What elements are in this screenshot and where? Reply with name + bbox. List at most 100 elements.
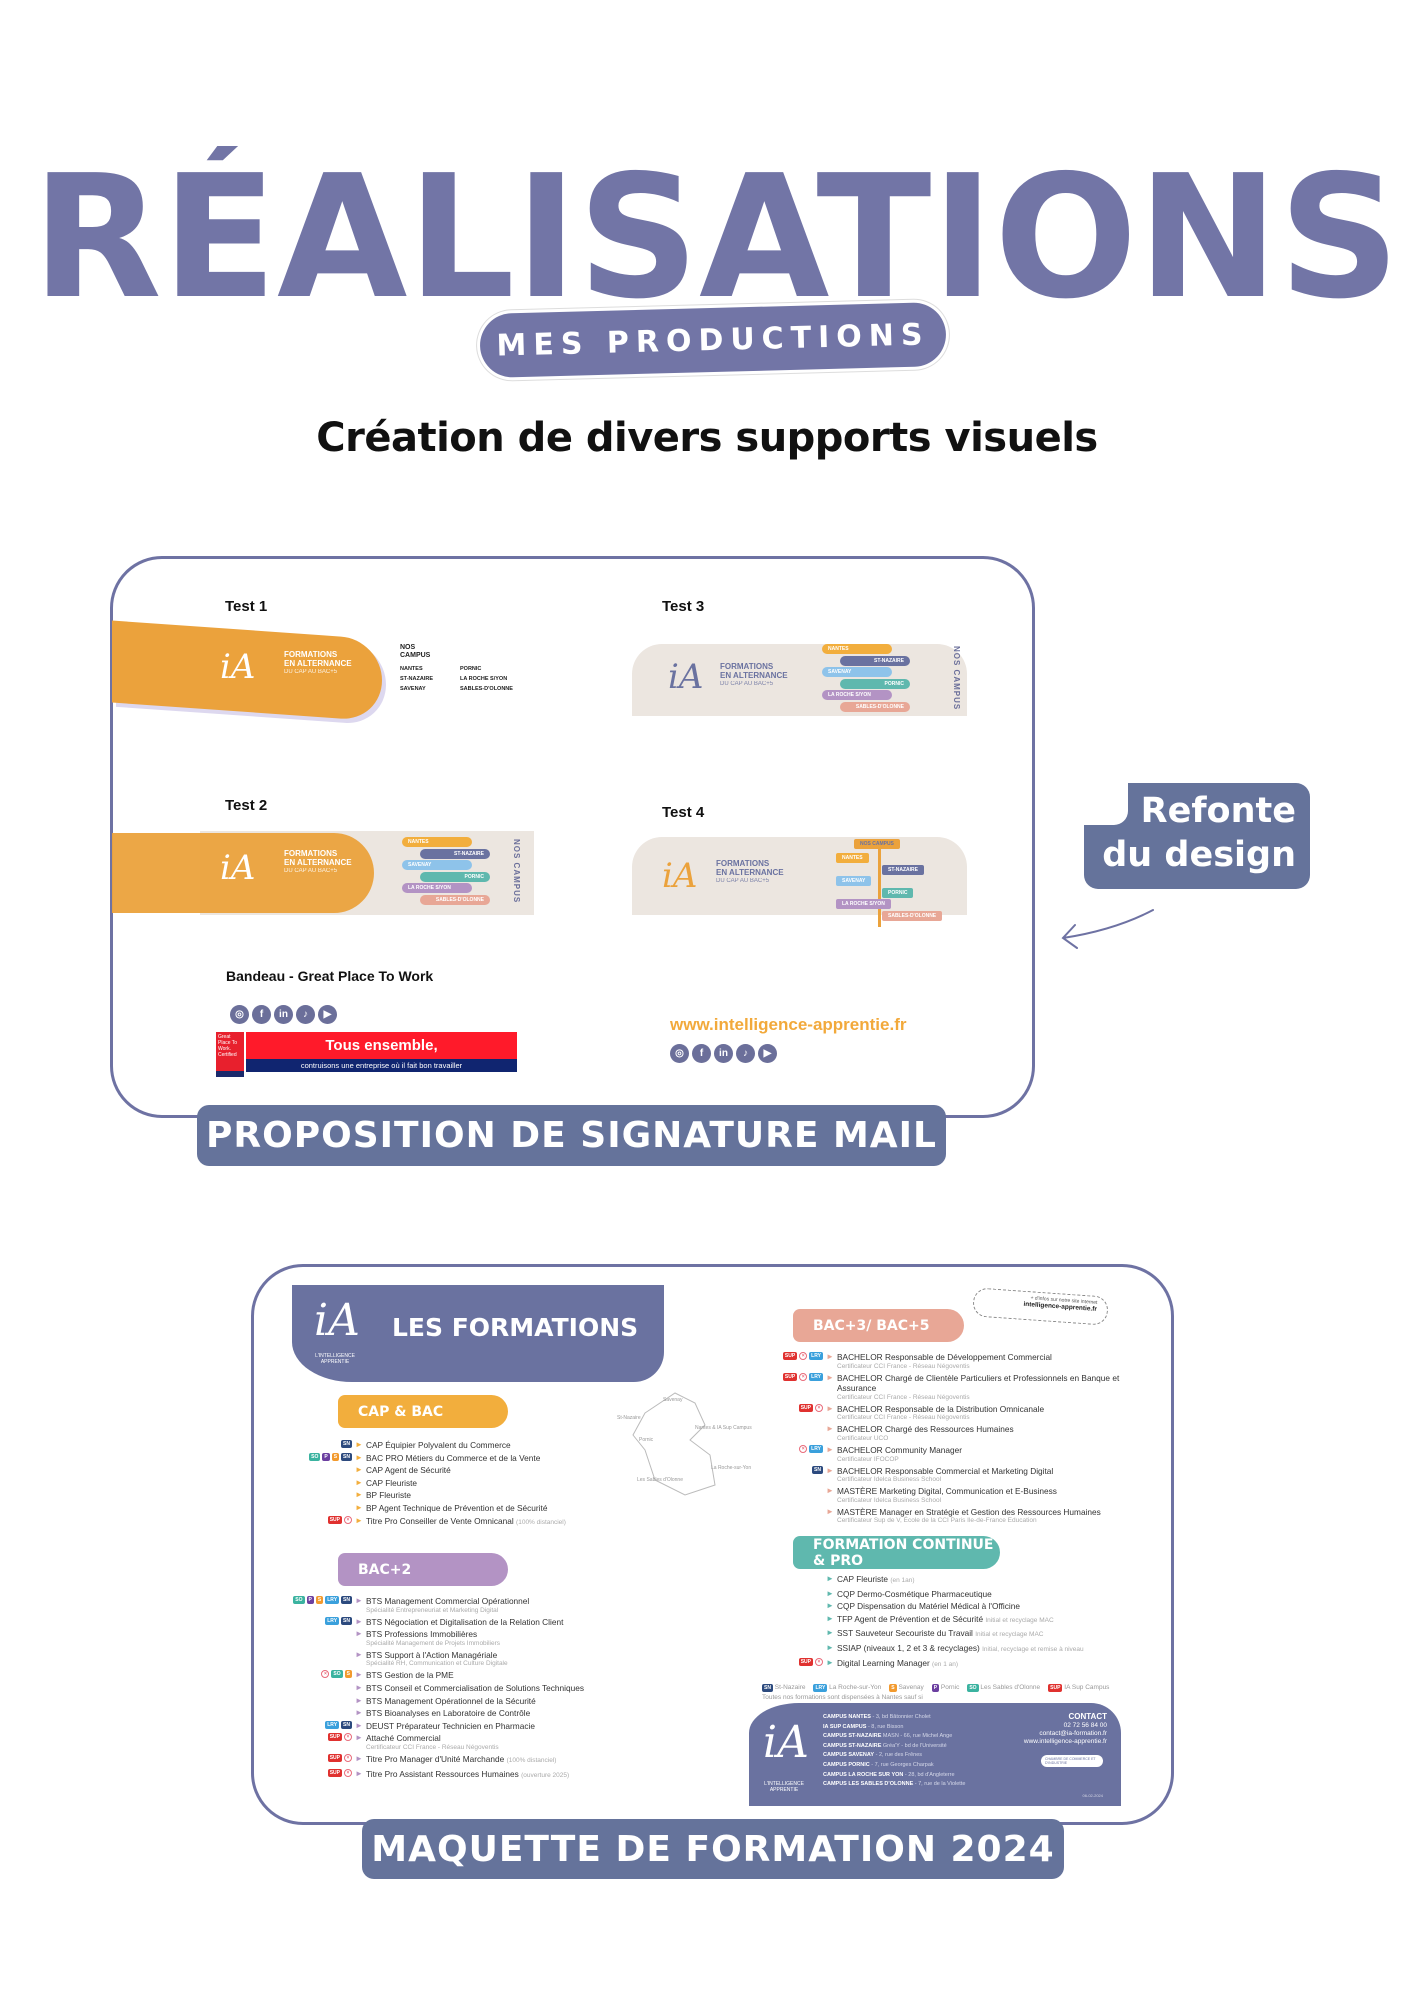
beige-background xyxy=(632,837,967,915)
campus-address: CAMPUS SAVENAY - 2, rue des Frênes xyxy=(823,1751,965,1761)
course-certifier: Certificateur Idelca Business School xyxy=(837,1496,942,1504)
test-4-label: Test 4 xyxy=(662,804,705,821)
facebook-icon[interactable]: f xyxy=(252,1005,271,1024)
badge-s: S xyxy=(344,1670,352,1679)
instagram-icon[interactable]: ◎ xyxy=(670,1044,689,1063)
test-1-label: Test 1 xyxy=(225,598,268,615)
chevron-right-icon: ► xyxy=(826,1352,834,1361)
nos-campus-sign: NOS CAMPUS xyxy=(854,839,900,849)
course-title: Titre Pro Assistant Ressources Humaines xyxy=(366,1768,519,1779)
maquette-footer: iA L'INTELLIGENCE APPRENTIE CAMPUS NANTE… xyxy=(749,1703,1121,1806)
badge-sup: SUP xyxy=(327,1515,342,1524)
section-pill: BAC+2 xyxy=(338,1553,508,1586)
list-item: ►MASTÈRE Marketing Digital, Communicatio… xyxy=(826,1486,1157,1505)
nos-campus-label: NOS CAMPUS xyxy=(400,644,431,659)
instagram-icon[interactable]: ◎ xyxy=(230,1005,249,1024)
linkedin-icon[interactable]: in xyxy=(274,1005,293,1024)
chevron-right-icon: ► xyxy=(355,1440,363,1449)
chevron-right-icon: ► xyxy=(355,1649,363,1659)
course-certifier: Certificateur CCI France - Réseau Négove… xyxy=(837,1414,970,1422)
course-note: Initial et recyclage MAC xyxy=(975,1631,1044,1639)
campus-badges: SUP× xyxy=(327,1733,352,1742)
campus-street: - 28, bd d'Angleterre xyxy=(904,1771,955,1778)
campus-name: CAMPUS LA ROCHE SUR YON xyxy=(823,1771,904,1778)
logo-subtitle: L'INTELLIGENCE APPRENTIE xyxy=(315,1353,355,1365)
youtube-icon[interactable]: ▶ xyxy=(318,1005,337,1024)
not-nantes-icon: × xyxy=(815,1657,823,1666)
orange-shape xyxy=(112,833,374,913)
badge-sn: SN xyxy=(341,1440,352,1448)
contact-email[interactable]: contact@ia-formation.fr xyxy=(1039,1730,1107,1737)
course-title: MASTÈRE Marketing Digital, Communication… xyxy=(837,1486,1057,1497)
course-title: BTS Management Commercial Opérationnel xyxy=(366,1596,530,1606)
legend-item: S Savenay xyxy=(889,1683,924,1692)
course-note: (100% distanciel) xyxy=(516,1518,566,1526)
list-item: ►MASTÈRE Manager en Stratégie et Gestion… xyxy=(826,1506,1157,1526)
not-nantes-icon: × xyxy=(344,1753,352,1762)
youtube-icon[interactable]: ▶ xyxy=(758,1044,777,1063)
legend-label: IA Sup Campus xyxy=(1064,1684,1110,1691)
campus-street: - 2, rue des Frênes xyxy=(875,1752,923,1759)
gptw-banner: Great Place To Work. Certified Tous ense… xyxy=(216,1032,517,1077)
course-title: MASTÈRE Manager en Stratégie et Gestion … xyxy=(837,1506,1101,1517)
campus-badges: SUP×LRY xyxy=(782,1352,823,1360)
campus-pill: LA ROCHE S/YON xyxy=(402,883,472,893)
chevron-right-icon: ► xyxy=(355,1616,363,1626)
badge-lry: LRY xyxy=(809,1352,823,1360)
badge-sn: SN xyxy=(812,1465,823,1474)
campus-pill: PORNIC xyxy=(420,871,490,882)
legend-item: LRY La Roche-sur-Yon xyxy=(813,1683,881,1692)
list-item: ►CAP Fleuriste xyxy=(355,1478,656,1489)
not-nantes-icon: × xyxy=(799,1372,808,1381)
campus-item: SABLES-D'OLONNE xyxy=(460,686,513,692)
chevron-right-icon: ► xyxy=(826,1444,834,1454)
chevron-right-icon: ► xyxy=(826,1372,834,1382)
ia-logo: iA xyxy=(220,647,256,687)
campus-address: CAMPUS NANTES - 3, bd Bâtonnier Cholet xyxy=(823,1713,965,1723)
list-item: SUP×►BACHELOR Responsable de la Distribu… xyxy=(798,1403,1157,1423)
subtitle-pill: MES PRODUCTIONS xyxy=(479,301,947,379)
campus-name: CAMPUS SAVENAY xyxy=(823,1752,875,1759)
chevron-right-icon: ► xyxy=(826,1506,834,1516)
course-certifier: Certificateur CCI France - Réseau Négove… xyxy=(837,1362,970,1370)
chevron-right-icon: ► xyxy=(355,1753,363,1763)
badge-p: P xyxy=(322,1452,330,1461)
list-item: ►CAP Fleuriste (en 1an) xyxy=(826,1574,1157,1587)
section-pill: CAP & BAC xyxy=(338,1395,508,1428)
linkedin-icon[interactable]: in xyxy=(714,1044,733,1063)
footer-date: 06-02-2024 xyxy=(1082,1793,1103,1798)
region-map: Savenay St-Nazaire Nantes & IA Sup Campu… xyxy=(617,1392,752,1496)
campus-pill: NANTES xyxy=(836,853,869,863)
ia-logo: iA xyxy=(662,856,698,896)
svg-text:Les Sables d'Olonne: Les Sables d'Olonne xyxy=(637,1477,683,1483)
campus-pill: LA ROCHE S/YON xyxy=(822,690,892,700)
list-item: SUP×►Titre Pro Conseiller de Vente Omnic… xyxy=(327,1515,656,1529)
course-title: CQP Dispensation du Matériel Médical à l… xyxy=(837,1601,1020,1612)
badge-sup: SUP xyxy=(798,1403,813,1412)
course-title: BTS Gestion de la PME xyxy=(366,1670,454,1681)
campus-pill: NANTES xyxy=(402,837,472,847)
course-certifier: Spécialité Management de Projets Immobil… xyxy=(366,1639,501,1647)
campus-address: CAMPUS LA ROCHE SUR YON - 28, bd d'Angle… xyxy=(823,1771,965,1781)
course-certifier: Certificateur Sup de V, École de la CCI … xyxy=(837,1517,1037,1525)
legend-item: P Pornic xyxy=(931,1683,959,1692)
facebook-icon[interactable]: f xyxy=(692,1044,711,1063)
list-item: ►BACHELOR Chargé des Ressources Humaines… xyxy=(826,1424,1157,1443)
badge-sn: SN xyxy=(341,1720,352,1729)
tiktok-icon[interactable]: ♪ xyxy=(296,1005,315,1024)
course-title: BTS Conseil et Commercialisation de Solu… xyxy=(366,1682,584,1693)
gptw-logo: Great Place To Work. Certified xyxy=(216,1032,244,1077)
contact-website[interactable]: www.intelligence-apprentie.fr xyxy=(1023,1738,1107,1745)
campus-name: CAMPUS PORNIC xyxy=(823,1761,870,1768)
tiktok-icon[interactable]: ♪ xyxy=(736,1044,755,1063)
website-link[interactable]: www.intelligence-apprentie.fr xyxy=(670,1015,907,1034)
gptw-headline: Tous ensemble, xyxy=(246,1032,517,1059)
